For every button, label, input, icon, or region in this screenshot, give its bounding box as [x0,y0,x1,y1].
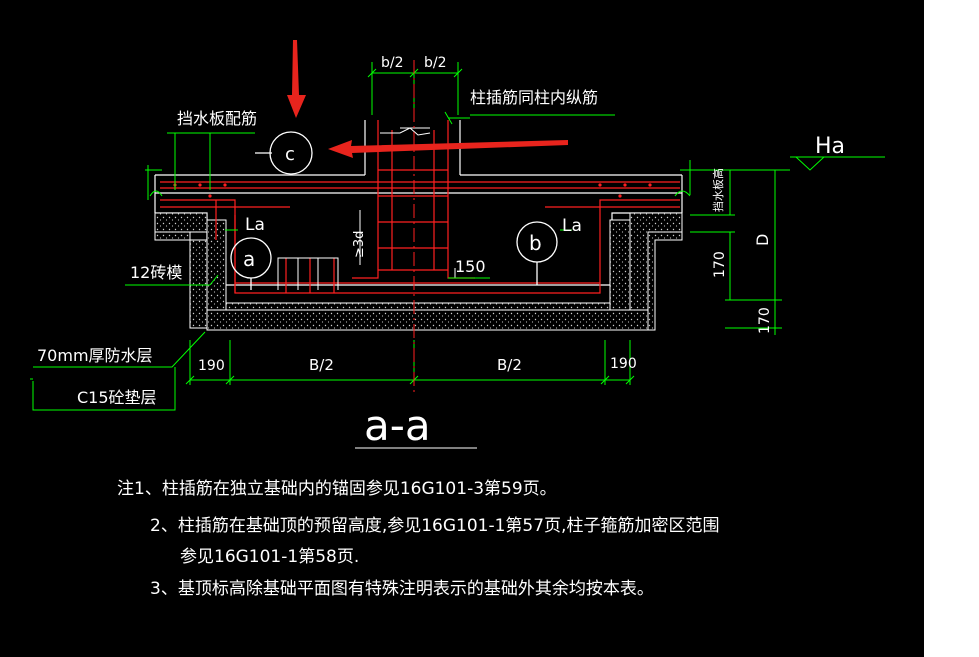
label-dim-190-left: 190 [198,358,225,374]
label-dim-190-right: 190 [610,356,637,372]
label-la-left: La [245,215,265,235]
dimension-lines [30,62,885,411]
note-line-4: 3、基顶标高除基础平面图有特殊注明表示的基础外其余均按本表。 [150,579,654,599]
rebar-dots [173,183,652,198]
label-cushion: C15砼垫层 [77,388,157,407]
label-brick: 12砖模 [130,263,182,282]
cushion-layer [154,231,683,331]
right-panel [924,0,979,657]
label-la-right: La [562,216,582,236]
label-ha: Ha [815,134,845,159]
callout-circles [230,131,558,290]
note-line-3: 参见16G101-1第58页. [180,547,360,567]
label-b-half-left: b/2 [381,55,404,71]
label-dim-170-lower: 170 [757,307,773,334]
label-B-half-right: B/2 [497,356,522,374]
detail-lines-white [277,127,456,290]
label-B-half-left: B/2 [309,356,334,374]
label-d: D [753,234,772,246]
brick-formwork [154,212,683,311]
label-dim-170-upper: 170 [712,251,728,278]
label-dangshui-peijin: 挡水板配筋 [177,109,257,128]
callout-c-label: c [285,144,295,165]
label-dangshuiban-height: 挡水板高 [711,168,725,212]
section-title: a-a [364,401,431,450]
annotation-arrows [287,40,568,158]
label-waterproof: 70mm厚防水层 [37,346,153,365]
label-b-half-right: b/2 [424,55,447,71]
note-line-1: 注1、柱插筋在独立基础内的锚固参见16G101-3第59页。 [117,479,557,499]
label-zhu-chajin: 柱插筋同柱内纵筋 [470,88,598,107]
callout-b-label: b [529,231,542,255]
callout-a-label: a [243,247,255,271]
note-line-2: 2、柱插筋在基础顶的预留高度,参见16G101-1第57页,柱子箍筋加密区范围 [150,516,720,536]
label-le3d: ≥3d [352,231,367,258]
label-dim-150: 150 [455,257,486,276]
rebar-red [160,120,680,294]
